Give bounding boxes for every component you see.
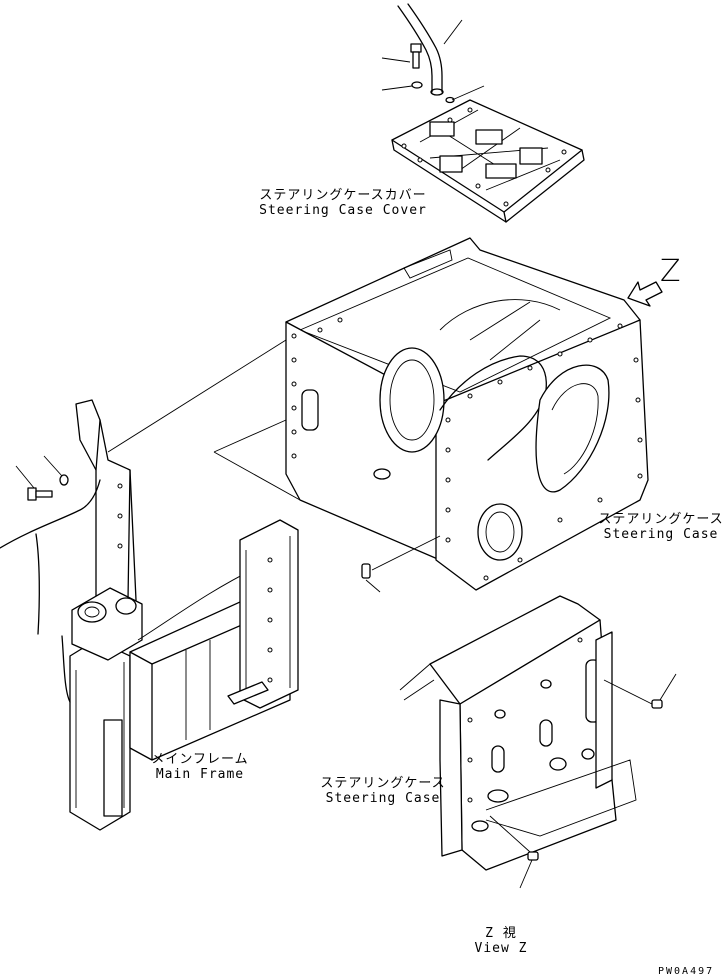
main-frame-en: Main Frame <box>155 767 245 782</box>
steering-case-bolt-holes <box>291 317 643 581</box>
main-frame-assembly <box>0 399 299 831</box>
view-z-arrow <box>627 281 663 307</box>
steering-case-bottom-en: Steering Case <box>325 791 441 806</box>
steering-case-cover-jp: ステアリングケースカバー <box>259 188 427 203</box>
view-z-assembly <box>399 595 677 889</box>
view-z-jp: Z 視 <box>485 926 517 941</box>
steering-case-top-en: Steering Case <box>603 527 719 542</box>
main-frame-label: メインフレーム Main Frame <box>150 752 250 782</box>
view-z-label: Z 視 View Z <box>466 926 536 956</box>
steering-case-cover-en: Steering Case Cover <box>259 203 427 218</box>
main-frame-jp: メインフレーム <box>151 752 249 767</box>
steering-case-cover-assembly <box>381 3 585 223</box>
drawing-code: PW0A497 <box>658 966 715 977</box>
view-z-en: View Z <box>474 941 528 956</box>
steering-case-label-bottom: ステアリングケース Steering Case <box>320 776 446 806</box>
steering-case-label-top: ステアリングケース Steering Case <box>598 512 724 542</box>
steering-case-top-jp: ステアリングケース <box>598 512 724 527</box>
steering-case-assembly <box>107 237 649 593</box>
z-arrow-letter: Z <box>660 254 681 289</box>
steering-case-bottom-jp: ステアリングケース <box>320 776 446 791</box>
steering-case-cover-label: ステアリングケースカバー Steering Case Cover <box>258 188 428 218</box>
